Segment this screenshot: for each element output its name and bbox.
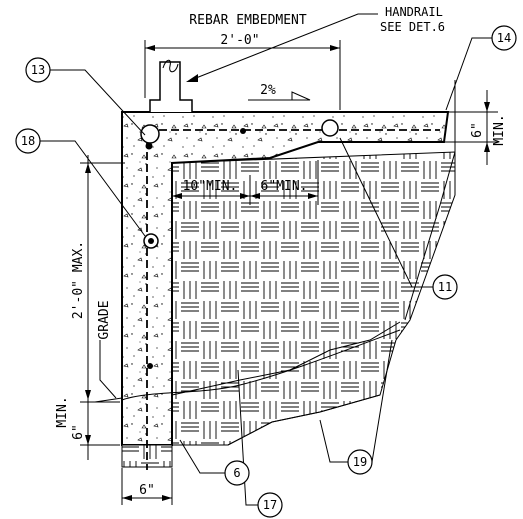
leader-18 bbox=[40, 140, 146, 237]
handrail-post bbox=[149, 61, 193, 112]
slope-label: 2% bbox=[260, 83, 276, 98]
callout-18: 18 bbox=[15, 128, 41, 154]
leader-13 bbox=[50, 69, 146, 136]
rebar-dot bbox=[240, 128, 246, 134]
grade-leader bbox=[99, 340, 117, 399]
dim-2ft-top: 2'-0" bbox=[220, 33, 259, 48]
compacted-line bbox=[171, 321, 401, 396]
dim-6in-left: 6" bbox=[71, 424, 86, 440]
anchor-dot bbox=[148, 238, 154, 244]
lower-boundary-line bbox=[172, 394, 381, 446]
rebar-dot bbox=[145, 142, 153, 150]
callout-17: 17 bbox=[257, 492, 283, 518]
svg-text:18: 18 bbox=[21, 134, 35, 148]
min-right: MIN. bbox=[492, 114, 507, 145]
leader-19a bbox=[319, 419, 348, 463]
dim-6in-right: 6" bbox=[470, 122, 485, 138]
handrail-label: HANDRAIL bbox=[385, 5, 443, 19]
handrail-leader bbox=[195, 13, 378, 79]
svg-text:6: 6 bbox=[233, 466, 240, 480]
conduit-circle bbox=[140, 124, 160, 144]
rebar-embedment-label: REBAR EMBEDMENT bbox=[189, 13, 307, 28]
dim-6in-min: 6"MIN. bbox=[261, 179, 308, 194]
grade-line bbox=[94, 397, 123, 403]
leader-14 bbox=[445, 37, 492, 111]
callout-19: 19 bbox=[347, 449, 373, 475]
leader-6 bbox=[179, 439, 225, 474]
conduit-circle bbox=[321, 119, 339, 137]
callout-14: 14 bbox=[491, 25, 517, 51]
callout-11: 11 bbox=[432, 274, 458, 300]
handrail-break bbox=[162, 59, 179, 73]
svg-text:19: 19 bbox=[353, 455, 367, 469]
sublayer-line bbox=[171, 141, 444, 164]
rebar-dot bbox=[147, 363, 153, 369]
svg-text:17: 17 bbox=[263, 498, 277, 512]
see-detail-label: SEE DET.6 bbox=[380, 20, 445, 34]
base-wavy-line bbox=[121, 329, 401, 401]
grade-label: GRADE bbox=[97, 300, 112, 339]
svg-text:14: 14 bbox=[497, 31, 511, 45]
svg-text:11: 11 bbox=[438, 280, 452, 294]
callout-6: 6 bbox=[224, 460, 250, 486]
callout-13: 13 bbox=[25, 57, 51, 83]
dim-6in-bottom: 6" bbox=[139, 483, 155, 498]
dim-10in-min: 10"MIN. bbox=[183, 179, 238, 194]
svg-text:13: 13 bbox=[31, 63, 45, 77]
leader-17 bbox=[237, 369, 258, 506]
slope-arrow bbox=[248, 91, 311, 101]
dim-2ft-max: 2'-0" MAX. bbox=[71, 241, 86, 319]
leader-11 bbox=[339, 137, 433, 288]
min-left: MIN. bbox=[55, 396, 70, 427]
